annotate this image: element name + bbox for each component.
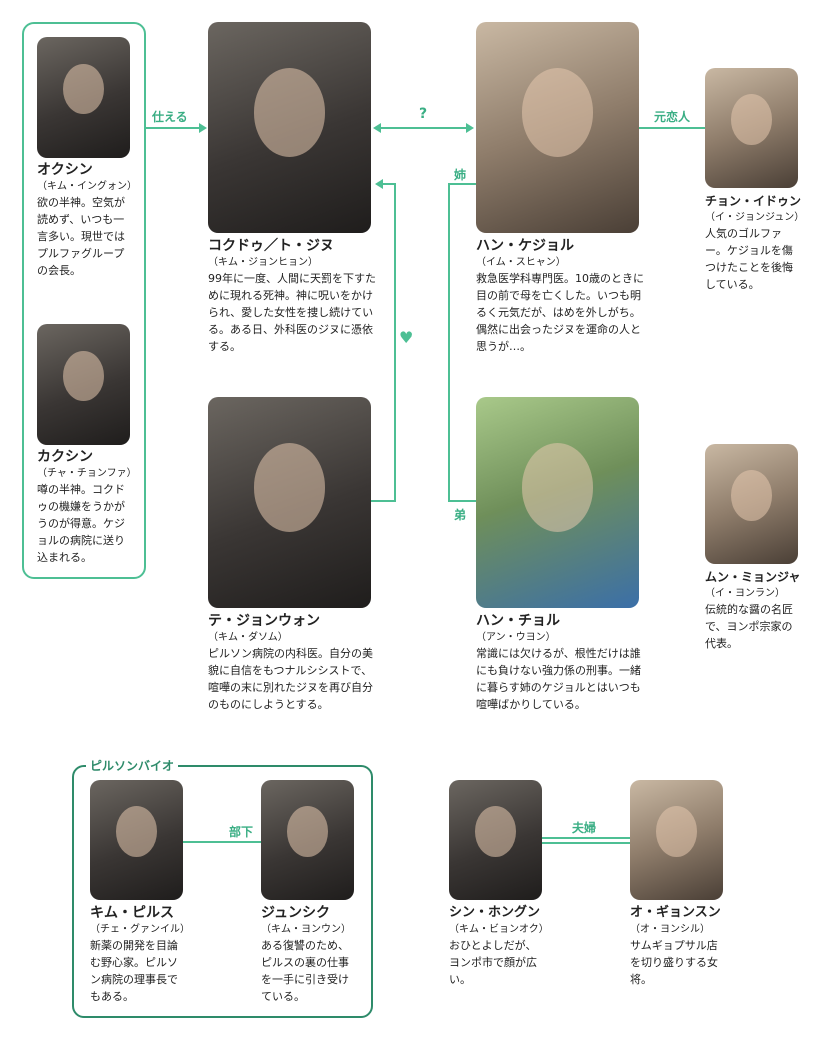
serves-line <box>146 127 200 129</box>
actor-name: （イ・ヨンラン） <box>705 588 785 599</box>
actor-name: （イ・ジョンジュン） <box>705 212 805 223</box>
ex-lover-label: 元恋人 <box>652 108 693 125</box>
character-desc: おひとよしだが、ヨンポ市で顔が広い。 <box>449 939 537 986</box>
heart-icon: ♥ <box>399 328 414 347</box>
okushin-photo <box>37 37 130 158</box>
character-chol: ハン・チョル （アン・ウヨン） 常識には欠けるが、根性だけは誰にも負けない強力係… <box>476 397 646 713</box>
ex-lover-line <box>639 127 705 129</box>
character-kakushin: カクシン （チャ・チョンファ） 噂の半神。コクドゥの機嫌をうかがうのが得意。ケジ… <box>37 324 137 566</box>
character-minja: ムン・ミョンジャ （イ・ヨンラン） 伝統的な醤の名匠で、ヨンポ宗家の代表。 <box>705 444 805 652</box>
character-kejoru: ハン・ケジョル （イム・スヒャン） 救急医学科専門医。10歳のときに目の前で母を… <box>476 22 646 355</box>
character-name: オクシン <box>37 162 93 178</box>
actor-name: （キム・イングォン） <box>37 181 137 192</box>
pilson-bio-label: ピルソンバイオ <box>86 757 179 774</box>
kejoru-photo <box>476 22 639 233</box>
character-jonwon: テ・ジョンウォン （キム・ダソム） ピルソン病院の内科医。自分の美貌に自信をもつ… <box>208 397 378 713</box>
love-line-v <box>394 183 396 502</box>
younger-brother-label: 弟 <box>454 508 467 522</box>
pilson-bio-group-box <box>72 765 373 1018</box>
actor-name: （キム・ダソム） <box>208 632 288 643</box>
character-desc: 常識には欠けるが、根性だけは誰にも負けない強力係の刑事。一緒に暮らす姉のケジョル… <box>476 647 641 711</box>
idun-photo <box>705 68 798 188</box>
demigods-group-box <box>22 22 146 579</box>
kakushin-photo <box>37 324 130 445</box>
sibling-line-v <box>448 183 450 502</box>
chol-photo <box>476 397 639 608</box>
married-line-2 <box>542 842 630 844</box>
character-desc: 新薬の開発を目論む野心家。ピルソン病院の理事長でもある。 <box>90 939 178 1003</box>
character-name: シン・ホングン <box>449 905 541 920</box>
sibling-line-bottom <box>448 500 476 502</box>
question-line <box>380 127 466 129</box>
character-desc: ある復讐のため、ピルスの裏の仕事を一手に引き受けている。 <box>261 939 349 1003</box>
character-name: ハン・ケジョル <box>476 238 574 254</box>
character-junsik: ジュンシク （キム・ヨンウン） ある復讐のため、ピルスの裏の仕事を一手に引き受け… <box>261 780 361 1005</box>
minja-photo <box>705 444 798 564</box>
junsik-photo <box>261 780 354 900</box>
married-line-1 <box>542 837 630 839</box>
character-name: カクシン <box>37 449 93 465</box>
pilsu-photo <box>90 780 183 900</box>
actor-name: （チャ・チョンファ） <box>37 468 137 479</box>
actor-name: （キム・ジョンヒョン） <box>208 257 318 268</box>
character-pilsu: キム・ピルス （チェ・グァンイル） 新薬の開発を目論む野心家。ピルソン病院の理事… <box>90 780 190 1005</box>
serves-label: 仕える <box>152 110 188 124</box>
actor-name: （イム・スヒャン） <box>476 257 566 268</box>
older-sister-label: 姉 <box>454 168 467 182</box>
sibling-line-top <box>448 183 476 185</box>
actor-name: （キム・ヨンウン） <box>261 924 351 935</box>
character-name: ジュンシク <box>261 905 331 921</box>
character-desc: ピルソン病院の内科医。自分の美貌に自信をもつナルシシストで、喧嘩の末に別れたジヌ… <box>208 647 373 711</box>
hongun-photo <box>449 780 542 900</box>
character-desc: 救急医学科専門医。10歳のときに目の前で母を亡くした。いつも明るく元気だが、はめ… <box>476 272 644 353</box>
character-desc: 欲の半神。空気が読めず、いつも一言多い。現世ではプルファグループの会長。 <box>37 196 125 277</box>
character-desc: 99年に一度、人間に天罰を下すために現れる死神。神に呪いをかけられ、愛した女性を… <box>208 272 376 353</box>
subordinate-line <box>183 841 261 843</box>
actor-name: （キム・ビョンオク） <box>449 924 549 935</box>
serves-arrow-icon <box>199 123 207 133</box>
character-gyonsun: オ・ギョンスン （オ・ヨンシル） サムギョプサル店を切り盛りする女将。 <box>630 780 730 988</box>
character-idun: チョン・イドゥン （イ・ジョンジュン） 人気のゴルファー。ケジョルを傷つけたこと… <box>705 68 805 293</box>
subordinate-label: 部下 <box>229 825 254 839</box>
character-name: コクドゥ／ト・ジヌ <box>208 238 334 254</box>
love-line-h2 <box>382 183 396 185</box>
love-line-h1 <box>371 500 396 502</box>
character-hongun: シン・ホングン （キム・ビョンオク） おひとよしだが、ヨンポ市で顔が広い。 <box>449 780 549 988</box>
character-kokudu: コクドゥ／ト・ジヌ （キム・ジョンヒョン） 99年に一度、人間に天罰を下すために… <box>208 22 378 355</box>
character-desc: サムギョプサル店を切り盛りする女将。 <box>630 939 718 986</box>
character-name: ハン・チョル <box>476 613 560 629</box>
character-desc: 人気のゴルファー。ケジョルを傷つけたことを後悔している。 <box>705 227 793 291</box>
actor-name: （アン・ウヨン） <box>476 632 556 643</box>
love-arrow-icon <box>375 179 383 189</box>
character-name: テ・ジョンウォン <box>208 613 320 629</box>
character-name: オ・ギョンスン <box>630 905 721 920</box>
question-arrow-left-icon <box>373 123 381 133</box>
actor-name: （オ・ヨンシル） <box>630 924 710 935</box>
character-name: ムン・ミョンジャ <box>705 570 801 584</box>
jonwon-photo <box>208 397 371 608</box>
married-label: 夫婦 <box>572 821 597 835</box>
question-label: ? <box>419 106 428 122</box>
character-desc: 噂の半神。コクドゥの機嫌をうかがうのが得意。ケジョルの病院に送り込まれる。 <box>37 483 125 564</box>
question-arrow-right-icon <box>466 123 474 133</box>
character-okushin: オクシン （キム・イングォン） 欲の半神。空気が読めず、いつも一言多い。現世では… <box>37 37 137 279</box>
character-name: チョン・イドゥン <box>705 194 802 208</box>
character-name: キム・ピルス <box>90 905 174 921</box>
actor-name: （チェ・グァンイル） <box>90 924 190 935</box>
character-desc: 伝統的な醤の名匠で、ヨンポ宗家の代表。 <box>705 603 793 650</box>
kokudu-photo <box>208 22 371 233</box>
gyonsun-photo <box>630 780 723 900</box>
